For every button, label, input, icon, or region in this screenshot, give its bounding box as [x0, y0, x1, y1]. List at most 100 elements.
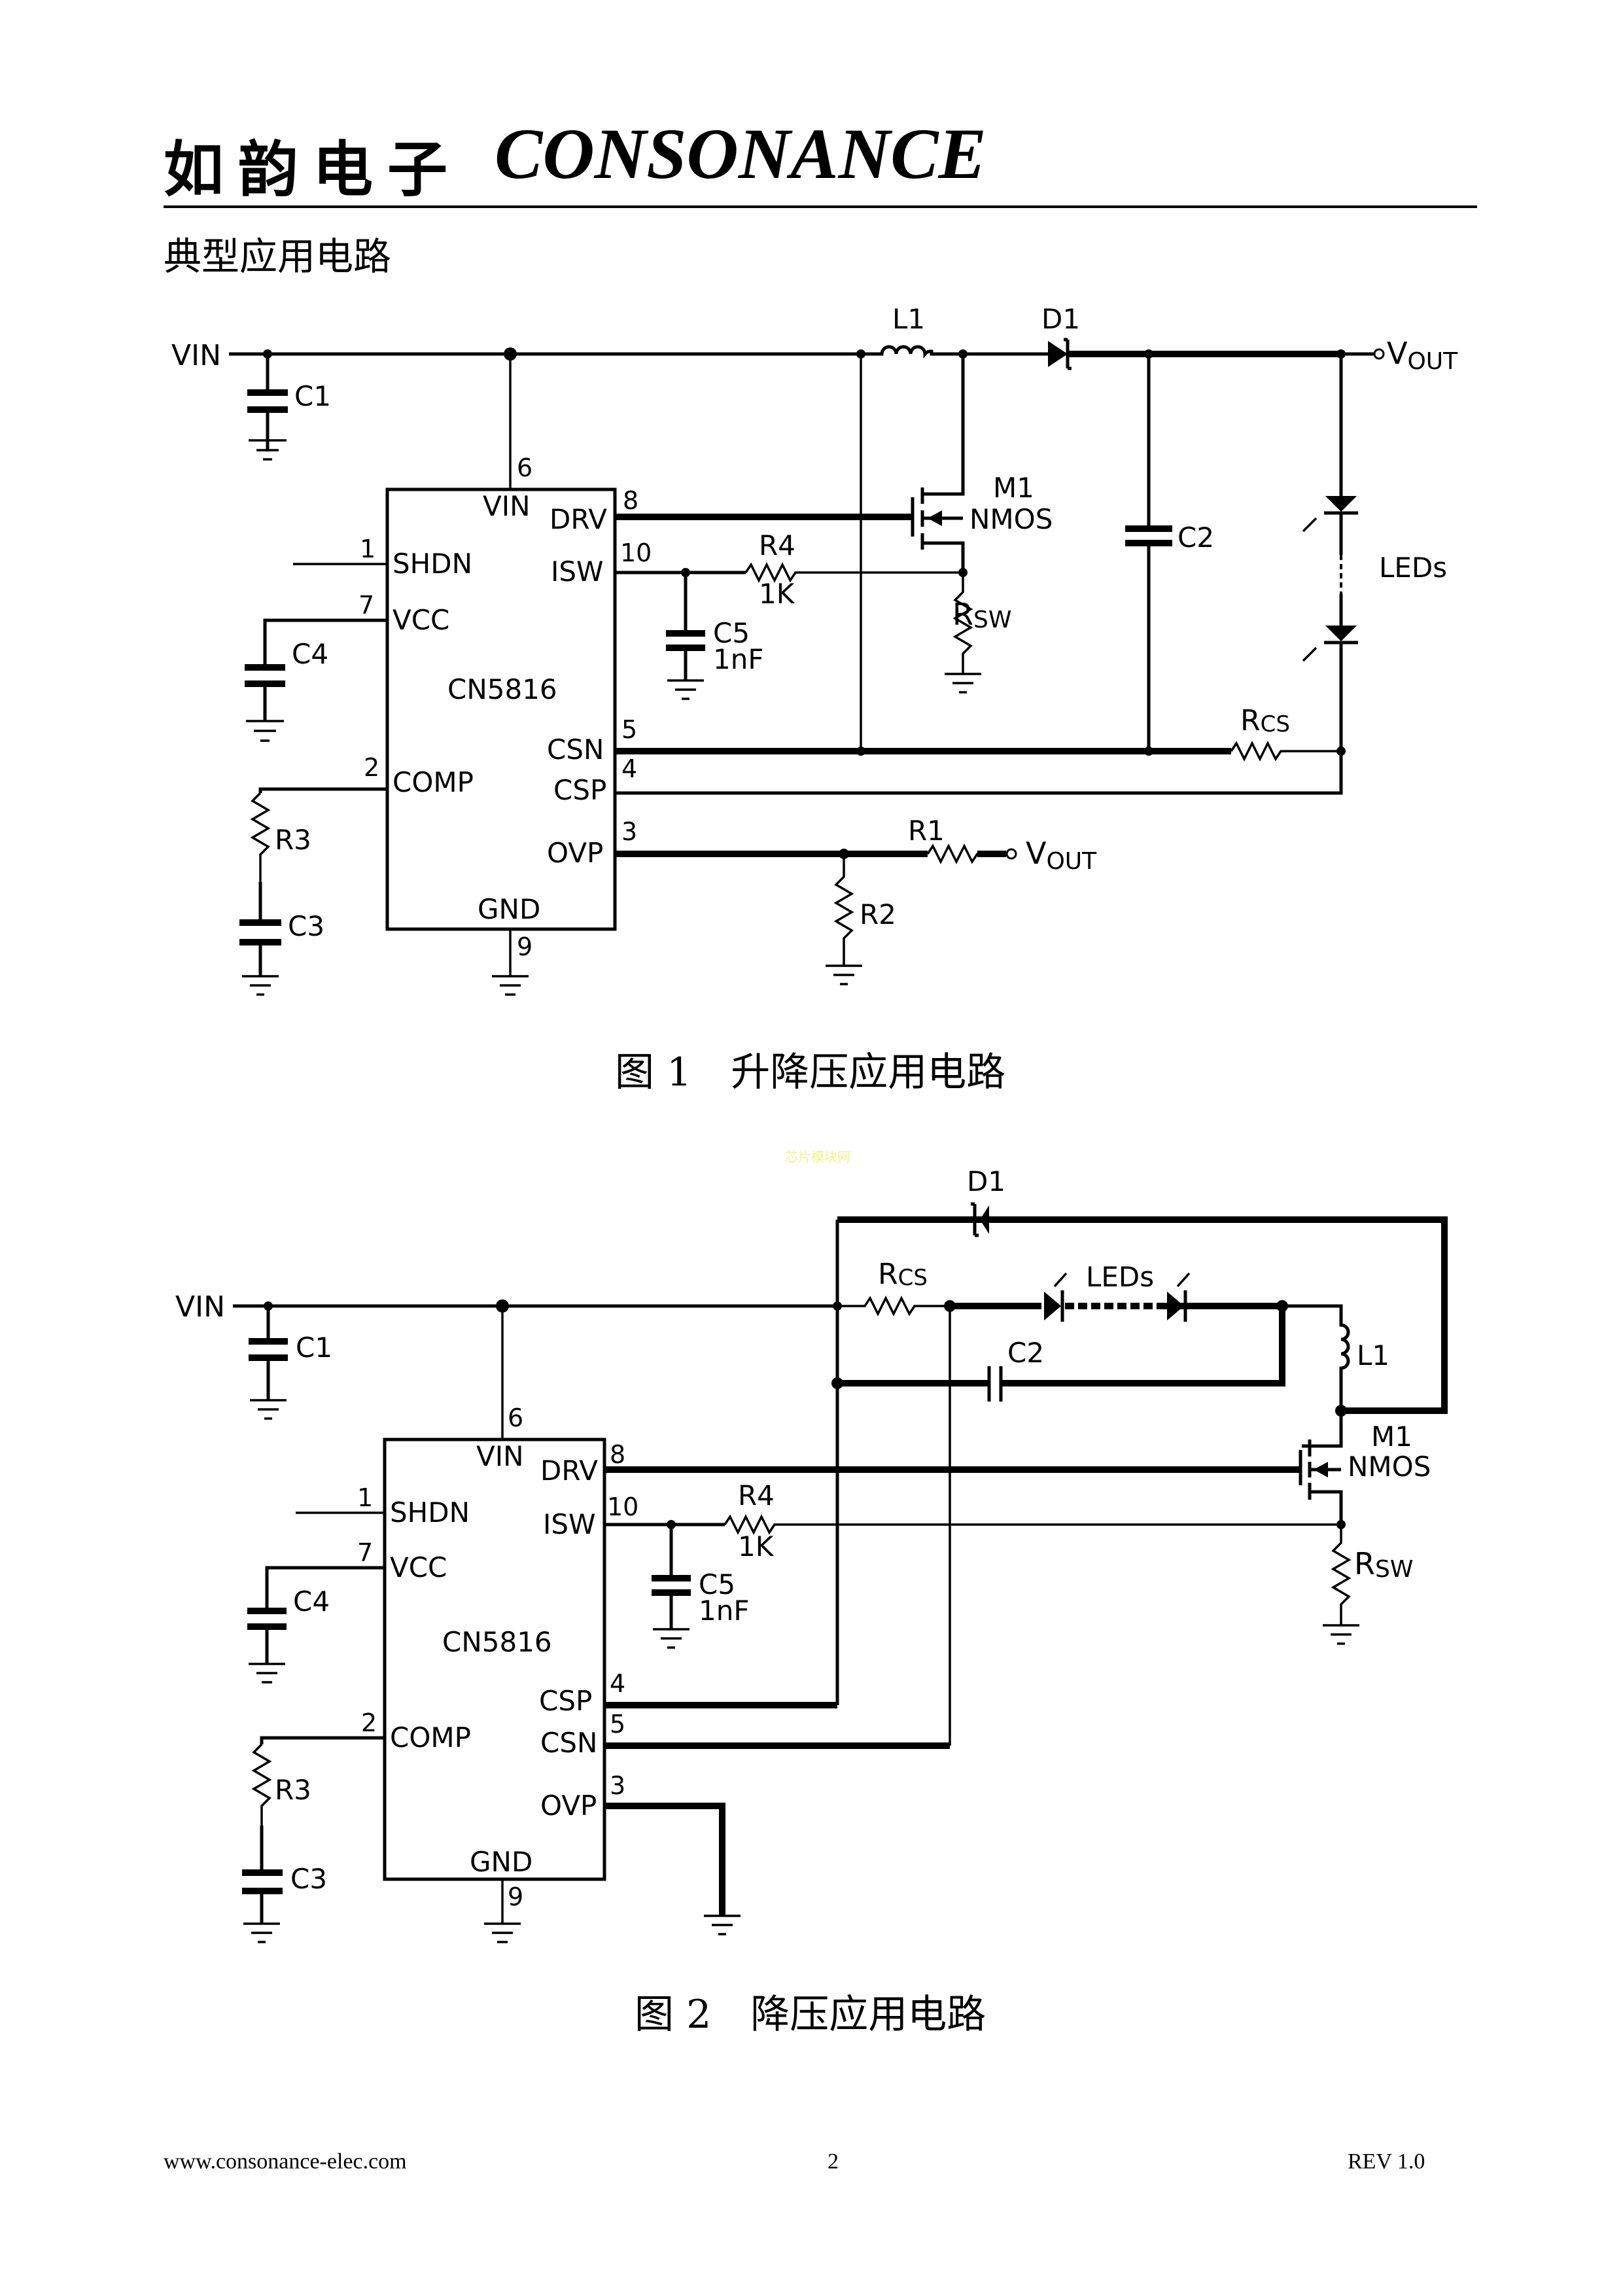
pin-label: DRV [550, 503, 607, 535]
header-divider [164, 205, 1477, 208]
capacitor-c5-icon [666, 573, 705, 700]
pin-label: ISW [551, 556, 604, 588]
pin-label: VCC [393, 604, 449, 636]
rcs-label: RCS [878, 1258, 928, 1291]
c4-label: C4 [293, 1585, 330, 1617]
pin-num: 8 [610, 1440, 625, 1469]
pin-num: 7 [357, 1538, 373, 1567]
pin-label: SHDN [393, 548, 472, 580]
c2-label: C2 [1178, 521, 1214, 554]
pin-num: 10 [620, 539, 652, 567]
figure2-schematic: VIN C1 6 VIN DRV 8 SHDN 1 ISW 10 VCC 7 C… [175, 1165, 1448, 1943]
watermark: 芯片模块网 [785, 1149, 850, 1165]
r4-label: R4 [738, 1479, 775, 1511]
resistor-rcs-icon [1230, 741, 1341, 762]
pin-num: 3 [621, 817, 637, 846]
pin-num: 2 [364, 753, 379, 782]
r3-label: R3 [275, 824, 311, 856]
rsw-label: RSW [952, 597, 1011, 633]
r1-label: R1 [908, 815, 945, 847]
pin-num: 4 [610, 1669, 625, 1698]
rcs-label: RCS [1240, 704, 1290, 737]
pin-label: VIN [483, 490, 531, 522]
vin-label: VIN [175, 1290, 225, 1324]
mosfet-m1-icon [911, 354, 965, 573]
pin-label: OVP [540, 1790, 597, 1822]
r4-value: 1K [738, 1530, 775, 1563]
figure1-caption: 图 1 升降压应用电路 [615, 1050, 1006, 1095]
company-name-en: CONSONANCE [495, 114, 986, 194]
resistor-r4-icon [724, 1514, 1341, 1535]
vout-label: VOUT [1387, 336, 1458, 375]
capacitor-c4-icon [245, 618, 387, 742]
mosfet-m1-icon [1299, 1411, 1343, 1525]
vin-label: VIN [171, 339, 221, 372]
pin-num: 1 [360, 535, 375, 563]
inductor-l1-icon [861, 345, 1094, 359]
r2-label: R2 [860, 898, 896, 930]
ground-icon [704, 1915, 741, 1935]
c1-label: C1 [294, 380, 331, 412]
vout-label-ovp: VOUT [1026, 836, 1097, 875]
pin-num: 8 [623, 486, 638, 515]
pin-label: DRV [540, 1455, 598, 1487]
l1-label: L1 [1357, 1339, 1389, 1371]
capacitor-c3-icon [239, 882, 281, 996]
c4-label: C4 [292, 638, 328, 670]
capacitor-c4-icon [247, 1566, 385, 1684]
pin-label: COMP [390, 1722, 471, 1754]
inductor-l1-icon [1282, 1304, 1350, 1430]
nmos-label: NMOS [1348, 1451, 1431, 1483]
c5-label: C5 [713, 617, 750, 649]
c3-label: C3 [288, 910, 324, 942]
capacitor-c1-icon [249, 1306, 288, 1420]
ic-cn5816-box [383, 1438, 606, 1881]
pin-label: CSN [547, 733, 604, 766]
footer-url: www.consonance-elec.com [164, 2149, 407, 2174]
resistor-r2-icon [826, 854, 862, 985]
pin-num: 7 [358, 591, 374, 620]
figure1-schematic: VIN C1 6 VIN DRV 8 SHDN 1 ISW 10 VCC 7 C… [171, 303, 1458, 996]
pin-label: GND [470, 1846, 532, 1878]
c1-label: C1 [296, 1332, 332, 1364]
capacitor-c2-icon [837, 1306, 1285, 1402]
capacitor-c3-icon [242, 1826, 283, 1943]
pin-num: 6 [508, 1404, 523, 1432]
footer-page-number: 2 [828, 2149, 839, 2174]
d1-label: D1 [1041, 303, 1080, 335]
capacitor-c5-icon [652, 1525, 691, 1649]
ground-icon [492, 929, 529, 996]
resistor-rcs-icon [837, 1296, 950, 1316]
c5-value: 1nF [699, 1595, 750, 1627]
pin-num: 9 [508, 1882, 523, 1911]
resistor-r1-icon [926, 843, 1006, 864]
pin-label: VCC [390, 1551, 447, 1583]
m1-label: M1 [1371, 1421, 1412, 1453]
ic-name: CN5816 [442, 1626, 552, 1658]
footer-revision: REV 1.0 [1348, 2149, 1425, 2174]
pin-num: 4 [621, 754, 637, 783]
diode-d1-icon [971, 1202, 989, 1237]
m1-label: M1 [993, 472, 1034, 504]
pin-num: 5 [610, 1710, 625, 1739]
r3-label: R3 [275, 1774, 311, 1806]
leds-label: LEDs [1379, 552, 1447, 584]
pin-num: 6 [517, 453, 532, 482]
ic-name: CN5816 [447, 673, 557, 705]
c2-label: C2 [1007, 1337, 1044, 1369]
pin-label: SHDN [390, 1496, 470, 1528]
leds-label: LEDs [1086, 1261, 1154, 1293]
resistor-rsw-icon [945, 573, 981, 694]
led-string-icon [1302, 354, 1358, 751]
section-title: 典型应用电路 [164, 234, 392, 279]
r4-value: 1K [759, 578, 795, 610]
pin-num: 9 [517, 932, 532, 961]
pin-label: CSN [540, 1727, 597, 1759]
resistor-r3-icon [251, 1736, 385, 1826]
pin-num: 10 [607, 1492, 638, 1521]
pin-label: CSP [553, 774, 606, 806]
pin-num: 2 [361, 1708, 377, 1737]
resistor-r3-icon [250, 787, 387, 882]
l1-label: L1 [892, 303, 925, 335]
